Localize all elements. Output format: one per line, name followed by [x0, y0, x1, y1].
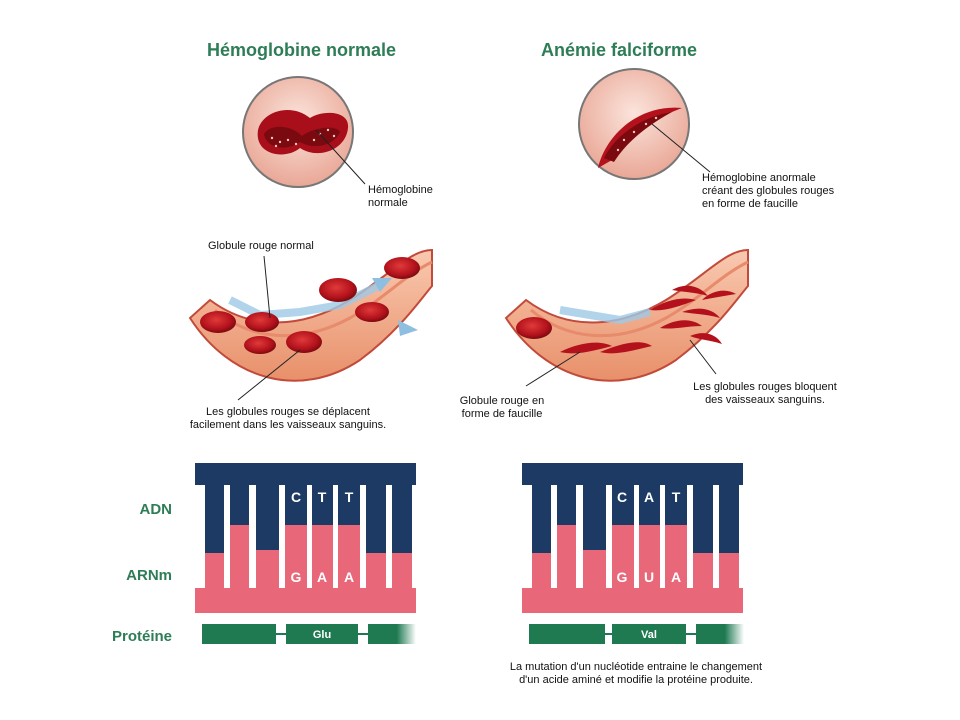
caption-blocked-vessels: Les globules rouges bloquent des vaissea…: [693, 381, 837, 406]
normal-dna-base-3: T: [345, 489, 354, 505]
label-protein: Protéine: [111, 628, 172, 645]
normal-blood-vessel: [188, 248, 433, 401]
normal-protein-chain: Glu: [202, 624, 416, 644]
sickle-mrna-base-2: U: [644, 569, 654, 585]
normal-mrna-base-1: G: [291, 569, 302, 585]
sickle-rbc-magnified: [578, 68, 711, 180]
caption-normal-hemoglobin: Hémoglobine normale: [368, 184, 433, 209]
sickle-mrna-base-1: G: [617, 569, 628, 585]
caption-abnormal-hemoglobin: Hémoglobine anormale créant des globules…: [702, 172, 835, 210]
sickle-dna-base-1: C: [617, 489, 627, 505]
title-normal-hemoglobin: Hémoglobine normale: [207, 40, 397, 60]
normal-dna-mrna-strand: C T T G A A: [195, 463, 416, 613]
mutation-note: La mutation d'un nucléotide entraine le …: [509, 661, 763, 686]
sickle-dna-base-2: A: [644, 489, 654, 505]
sickle-amino-acid: Val: [641, 629, 657, 641]
label-dna: ADN: [139, 501, 173, 518]
caption-normal-flow: Les globules rouges se déplacent facilem…: [189, 406, 387, 431]
sickle-mrna-base-3: A: [671, 569, 681, 585]
normal-amino-acid: Glu: [313, 629, 331, 641]
sickle-dna-base-3: T: [672, 489, 681, 505]
sickle-dna-mrna-strand: C A T G U A: [522, 463, 743, 613]
label-mrna: ARNm: [126, 567, 172, 584]
normal-mrna-base-2: A: [317, 569, 327, 585]
sickle-protein-chain: Val: [529, 624, 744, 644]
normal-dna-base-2: T: [318, 489, 327, 505]
normal-dna-base-1: C: [291, 489, 301, 505]
title-sickle-cell-anemia: Anémie falciforme: [541, 40, 698, 60]
caption-sickle-cell: Globule rouge en forme de faucille: [459, 395, 545, 420]
sickle-blood-vessel: [504, 248, 749, 387]
caption-normal-rbc: Globule rouge normal: [208, 240, 314, 252]
normal-mrna-base-3: A: [344, 569, 354, 585]
normal-rbc-magnified: [242, 76, 366, 188]
